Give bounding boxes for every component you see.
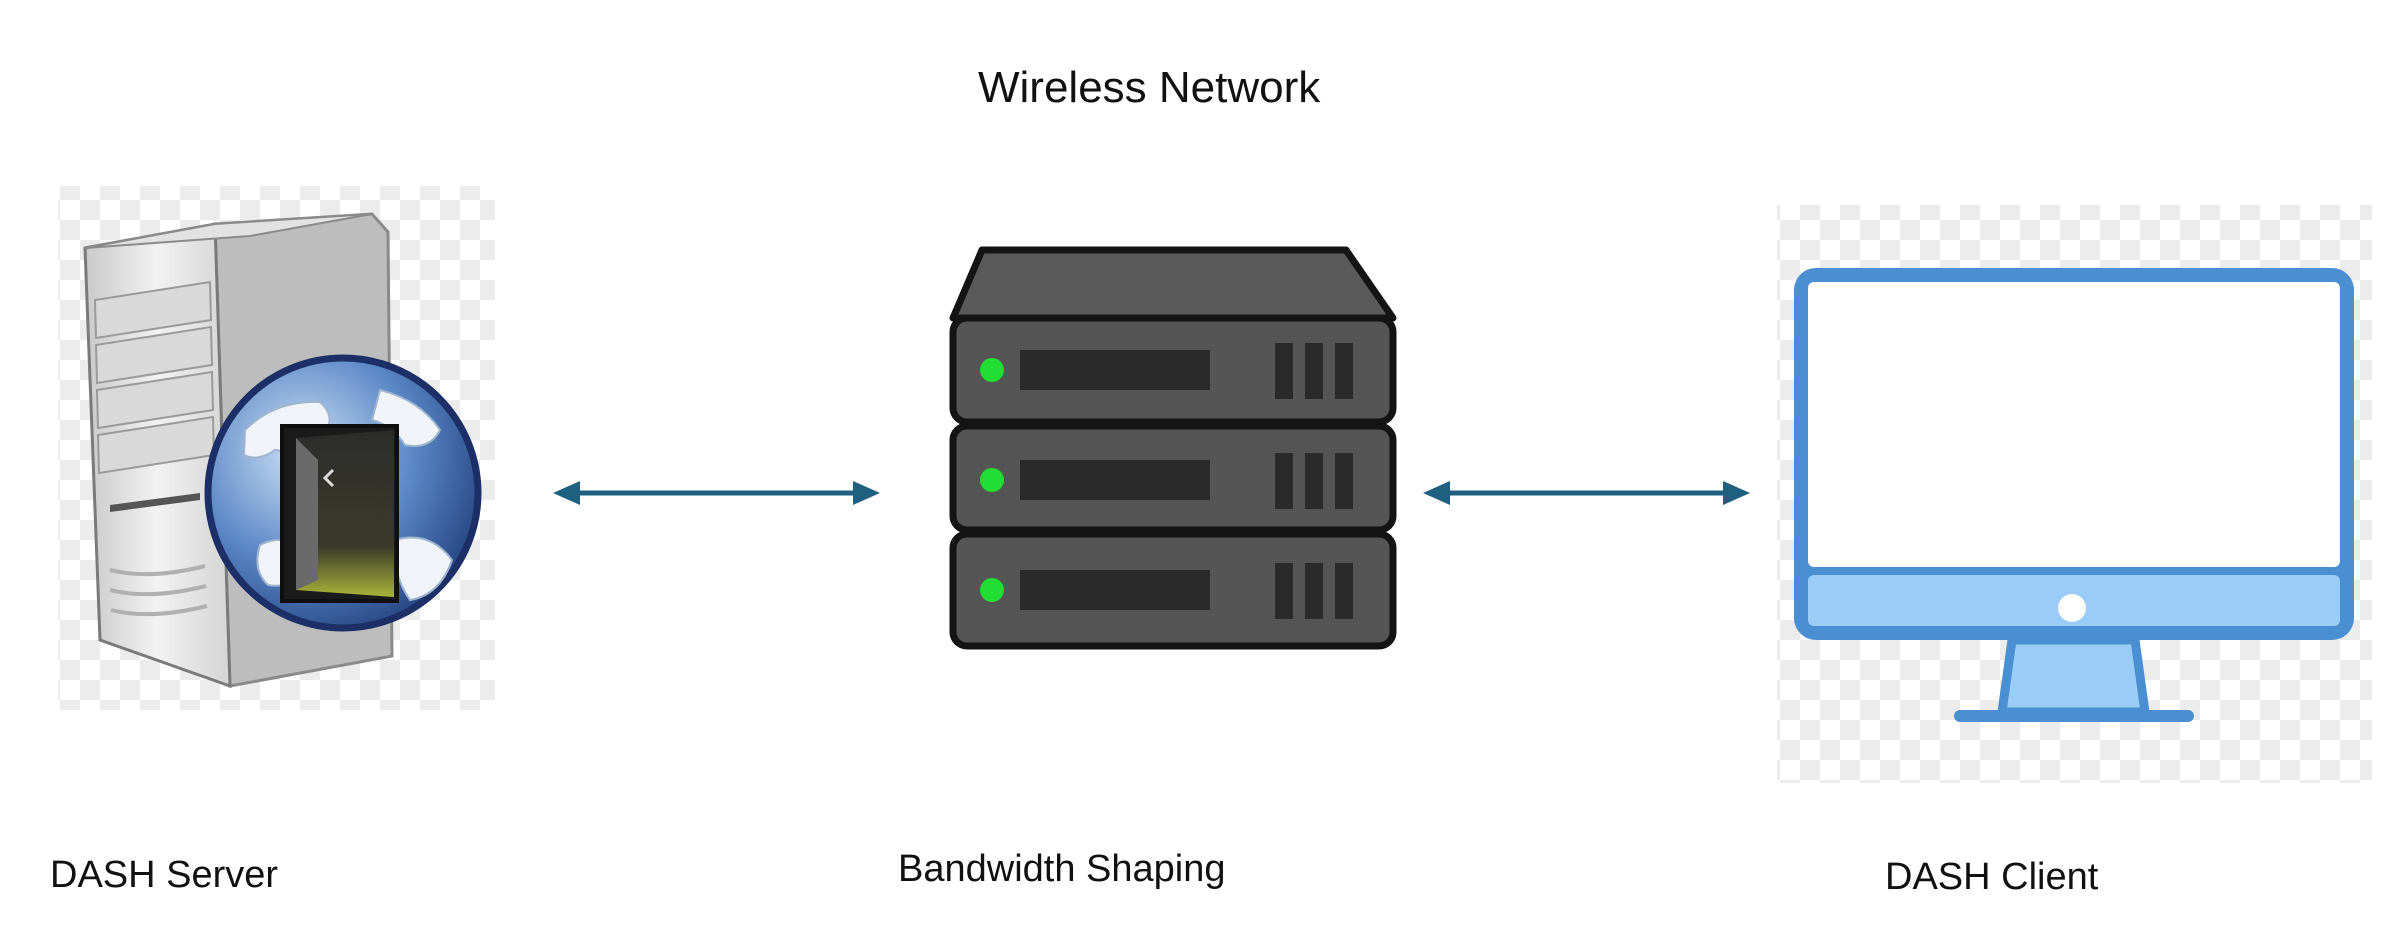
monitor-power-dot: [2058, 594, 2086, 622]
server-tower-top: [84, 213, 373, 249]
server-slot: [110, 493, 200, 512]
door-icon: [280, 424, 399, 603]
rack-unit-3: [949, 530, 1397, 650]
arrow-server-shaper: [553, 481, 880, 505]
server-label: DASH Server: [50, 854, 279, 896]
rack-top: [949, 246, 1397, 322]
monitor-stand: [1997, 635, 2150, 717]
network-title: Wireless Network: [978, 63, 1321, 112]
monitor-screen: [1808, 282, 2340, 567]
led-3: [980, 578, 1004, 602]
led-2: [980, 468, 1004, 492]
rack-unit-1: [949, 314, 1397, 426]
rack-unit-2: [949, 422, 1397, 534]
client-label: DASH Client: [1885, 856, 2099, 898]
rack-server-icon: [949, 246, 1397, 650]
desktop-monitor-icon: [1777, 205, 2372, 783]
server-drive-bays: [93, 280, 216, 475]
led-1: [980, 358, 1004, 382]
shaper-label: Bandwidth Shaping: [898, 848, 1226, 890]
arrow-shaper-client: [1423, 481, 1750, 505]
server-vents: [109, 564, 208, 617]
web-server-globe-icon: [58, 186, 495, 710]
